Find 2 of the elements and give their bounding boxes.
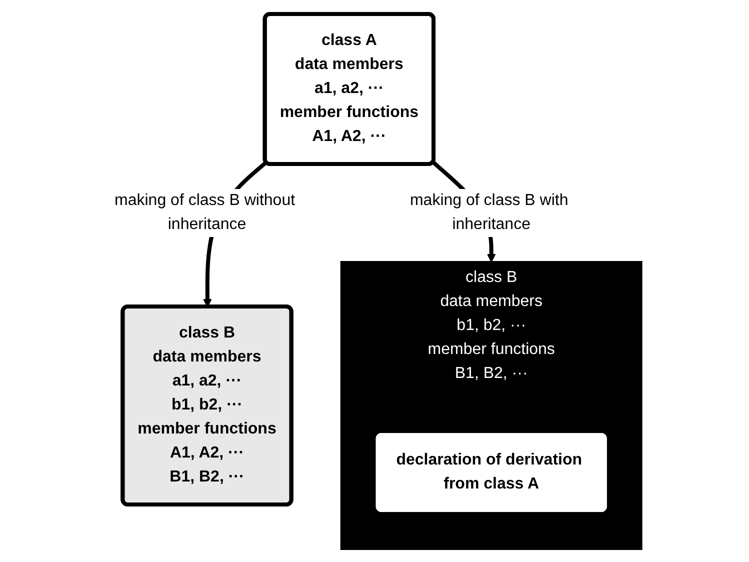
edge-label: making of class B without inheritance: [114, 192, 296, 232]
edge-label: making of class B with inheritance: [410, 192, 569, 232]
